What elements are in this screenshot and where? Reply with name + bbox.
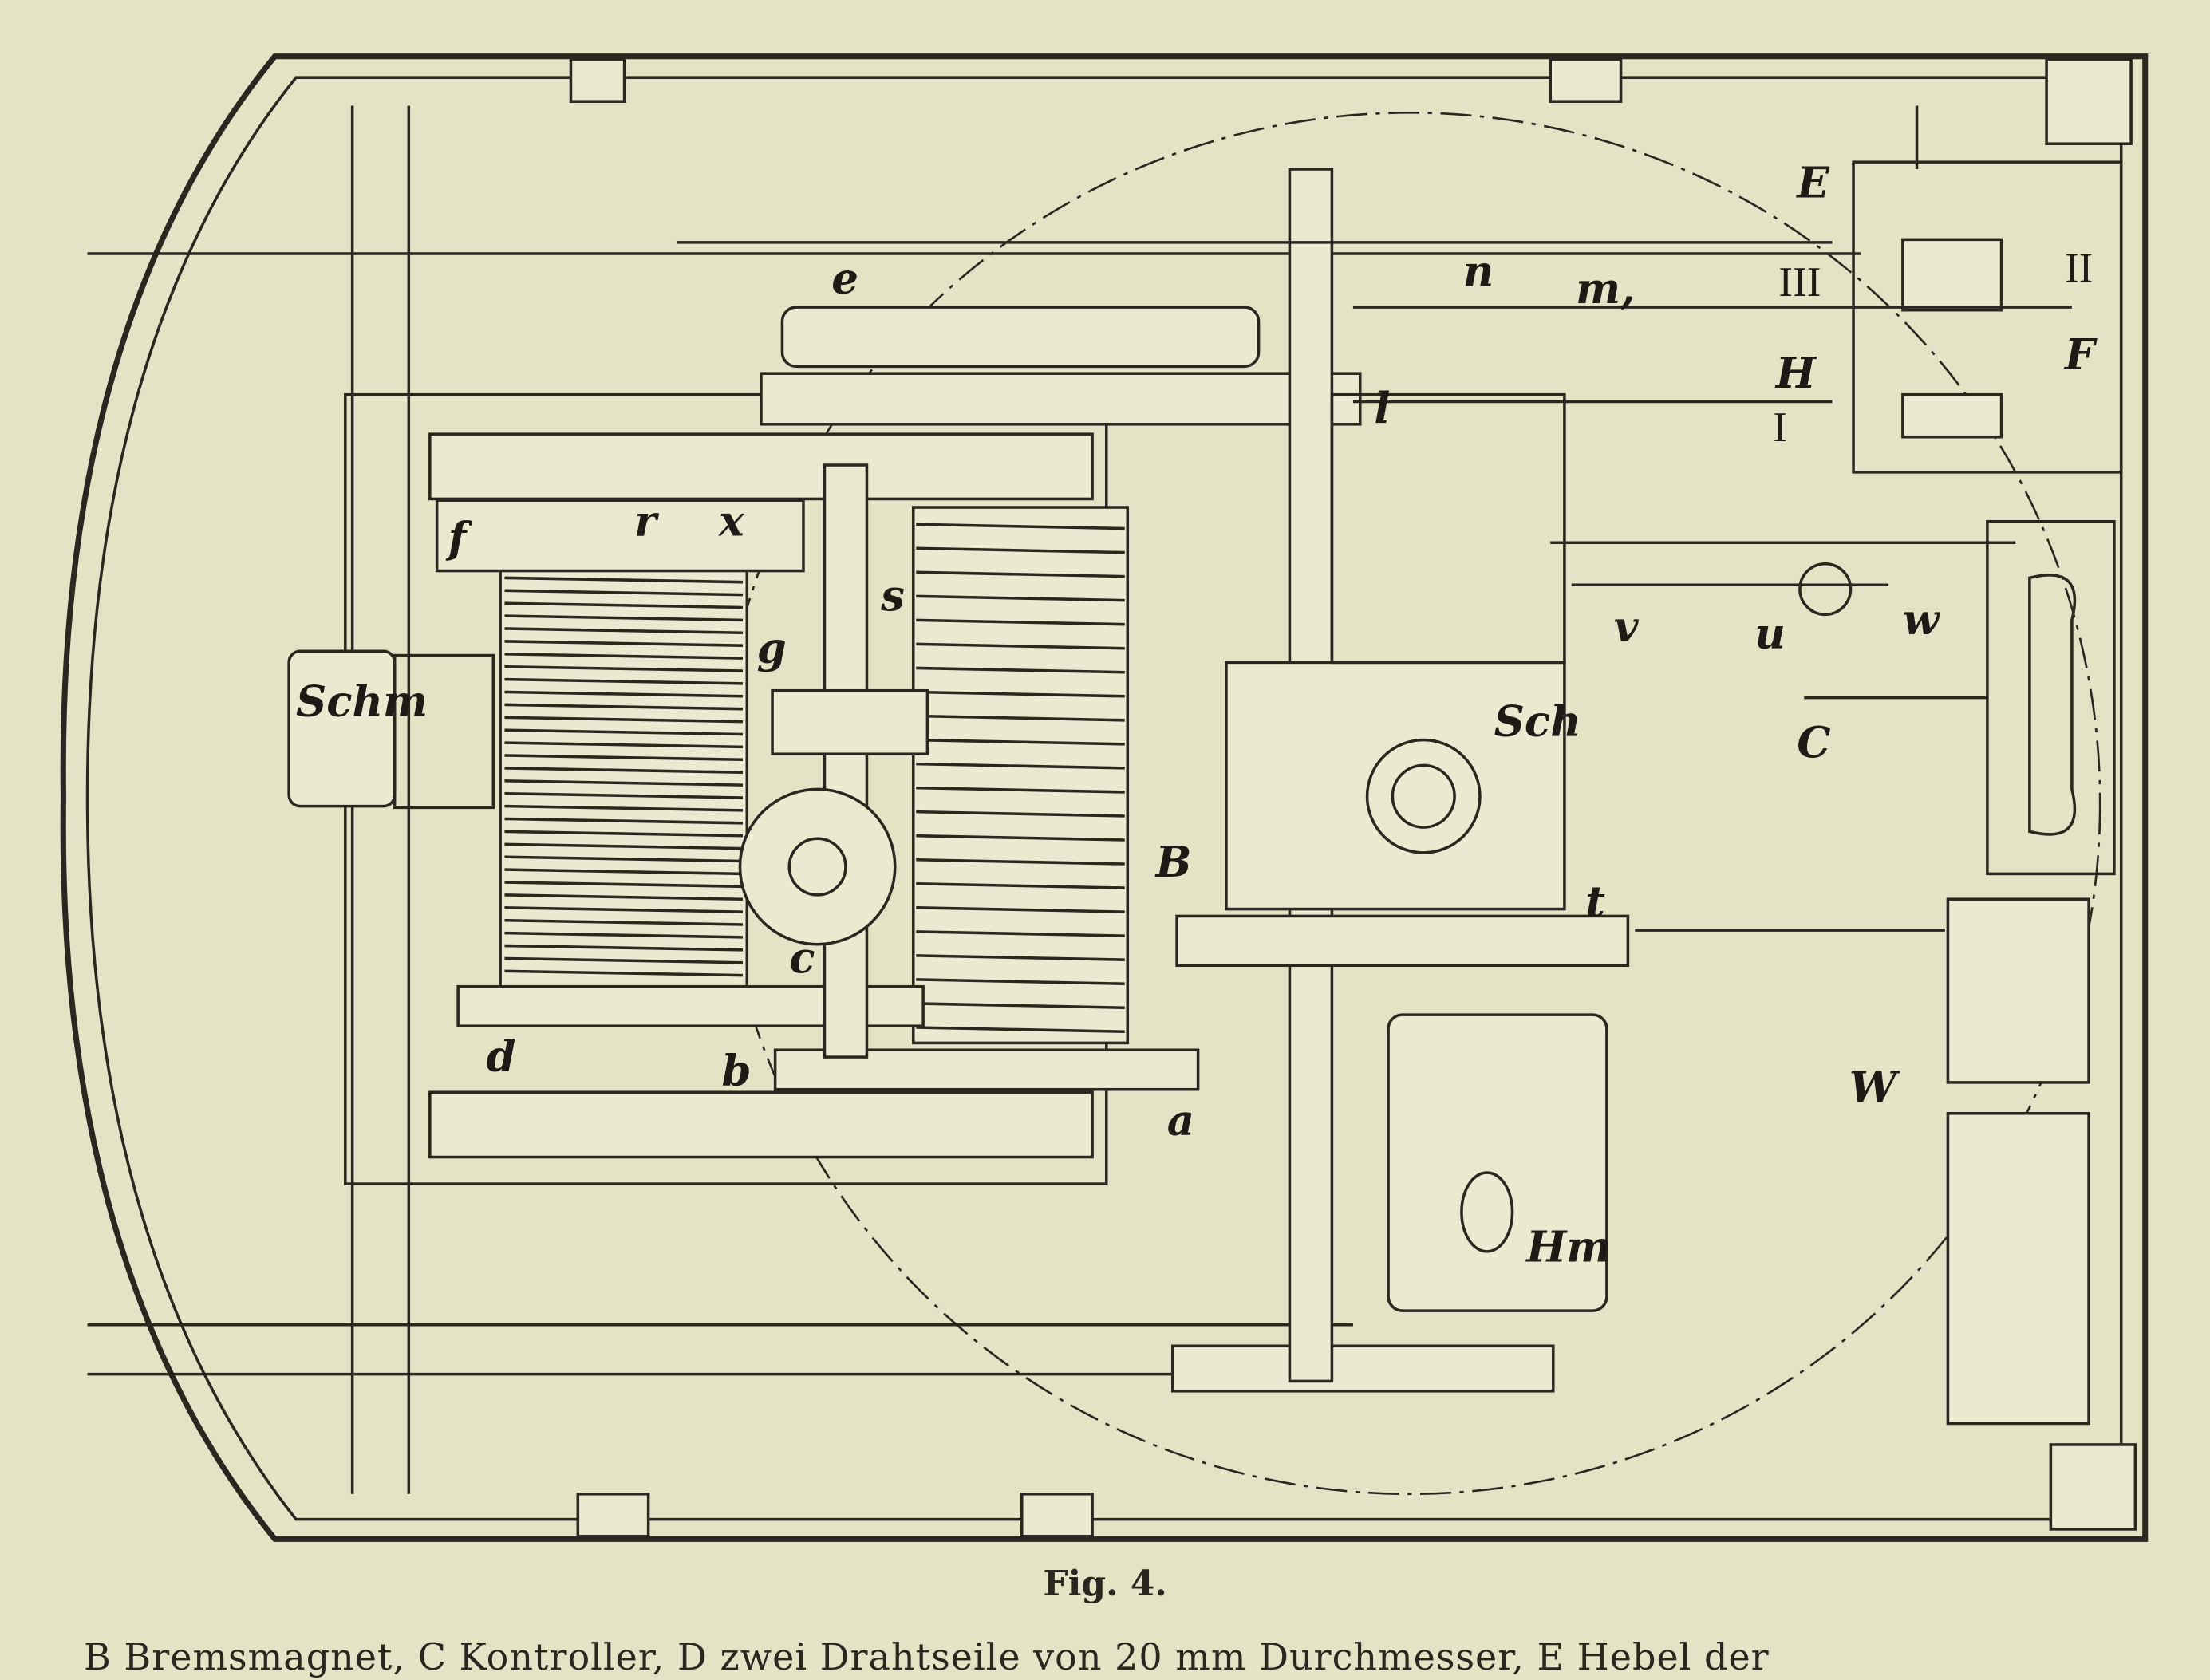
label-n: n [1463,247,1494,297]
drum-groove [504,767,744,774]
drum-groove [504,881,744,889]
pulley-e [780,306,1261,369]
drum-groove [916,714,1125,722]
drum-groove [916,618,1125,626]
drum-groove [916,546,1125,554]
label-d: d [486,1032,515,1082]
drum-groove [916,882,1125,889]
label-t: t [1585,877,1604,926]
drum-groove [916,834,1125,842]
drum-groove [916,738,1125,746]
label-I: I [1773,404,1787,451]
drum-groove [504,969,744,977]
drum-groove [916,594,1125,602]
label-H: H [1774,349,1817,398]
drum-groove [916,642,1125,650]
label-Schm: Schm [296,677,428,727]
shaft-g [823,463,869,1059]
drum-groove [504,944,744,952]
drum-groove [916,954,1125,961]
drum-groove [916,810,1125,818]
cabin-frame [60,53,2149,1542]
gear-bottom [1171,1344,1555,1393]
drum-groove [504,640,744,647]
label-C: C [1797,718,1830,767]
drum-groove [916,978,1125,985]
label-c: c [789,933,815,983]
label-II: II [2065,245,2093,291]
drum-groove [504,842,744,850]
rope-drum-right [911,506,1130,1045]
label-w: w [1903,595,1941,645]
drum-groove [504,754,744,762]
drum-groove [504,906,744,913]
drum-groove [504,804,744,812]
drum-groove [916,1002,1125,1010]
resistor-lower [1946,1111,2090,1426]
drum-groove [916,930,1125,937]
drum-groove [504,830,744,838]
drum-groove [504,665,744,672]
drum-groove [916,858,1125,866]
drum-groove [916,690,1125,698]
label-x: x [718,496,745,546]
label-F: F [2063,330,2098,380]
motor-housing [1387,1013,1608,1312]
drum-groove [916,786,1125,794]
drum-groove [504,716,744,724]
label-v: v [1614,602,1640,652]
drum-groove [504,855,744,863]
drum-groove [504,627,744,635]
drum-groove [504,653,744,660]
label-E: E [1795,158,1829,207]
label-g: g [757,623,787,672]
label-III: III [1778,259,1821,306]
drum-groove [916,666,1125,674]
drum-groove [916,762,1125,770]
label-B: B [1154,838,1192,887]
drum-groove [504,589,744,597]
diagram-labels: e n m, l E III II F H I f r x s g Schm S… [296,158,2098,1272]
resistor-upper [1946,897,2090,1084]
drum-groove [916,523,1125,530]
drum-groove [504,779,744,787]
label-Sch: Sch [1494,696,1581,746]
drum-groove [504,956,744,964]
label-m: m, [1576,264,1636,314]
figure-title: Fig. 4. [1043,1564,1167,1604]
label-l: l [1374,384,1390,433]
drum-groove [504,741,744,749]
drum-groove [504,918,744,926]
label-r: r [634,496,660,546]
drum-groove [504,728,744,736]
label-s: s [880,571,905,621]
drum-groove [916,570,1125,578]
rotation-circle [717,112,2101,1496]
drum-groove [504,601,744,609]
drum-groove [504,791,744,799]
label-W: W [1849,1063,1900,1113]
gear-upper [760,372,1362,426]
drum-groove [504,690,744,698]
drum-groove [504,576,744,584]
drum-groove [504,817,744,825]
label-e: e [831,254,858,303]
brake-magnet-schm [287,649,397,808]
rope-drum-left [499,562,749,988]
drum-groove [916,906,1125,913]
drum-groove [504,677,744,685]
label-u: u [1754,609,1786,659]
drum-groove [504,931,744,939]
drum-groove [504,614,744,622]
drum-groove [504,703,744,711]
label-a: a [1167,1095,1194,1145]
drum-groove [504,868,744,876]
figure-caption: B Bremsmagnet, C Kontroller, D zwei Drah… [84,1635,1770,1678]
bearing-bar-bottom [428,1090,1094,1159]
drum-groove [916,1026,1125,1034]
drum-groove [504,893,744,901]
bearing-bar-top [428,432,1094,501]
label-Hm: Hm [1525,1222,1611,1272]
label-b: b [721,1046,751,1095]
